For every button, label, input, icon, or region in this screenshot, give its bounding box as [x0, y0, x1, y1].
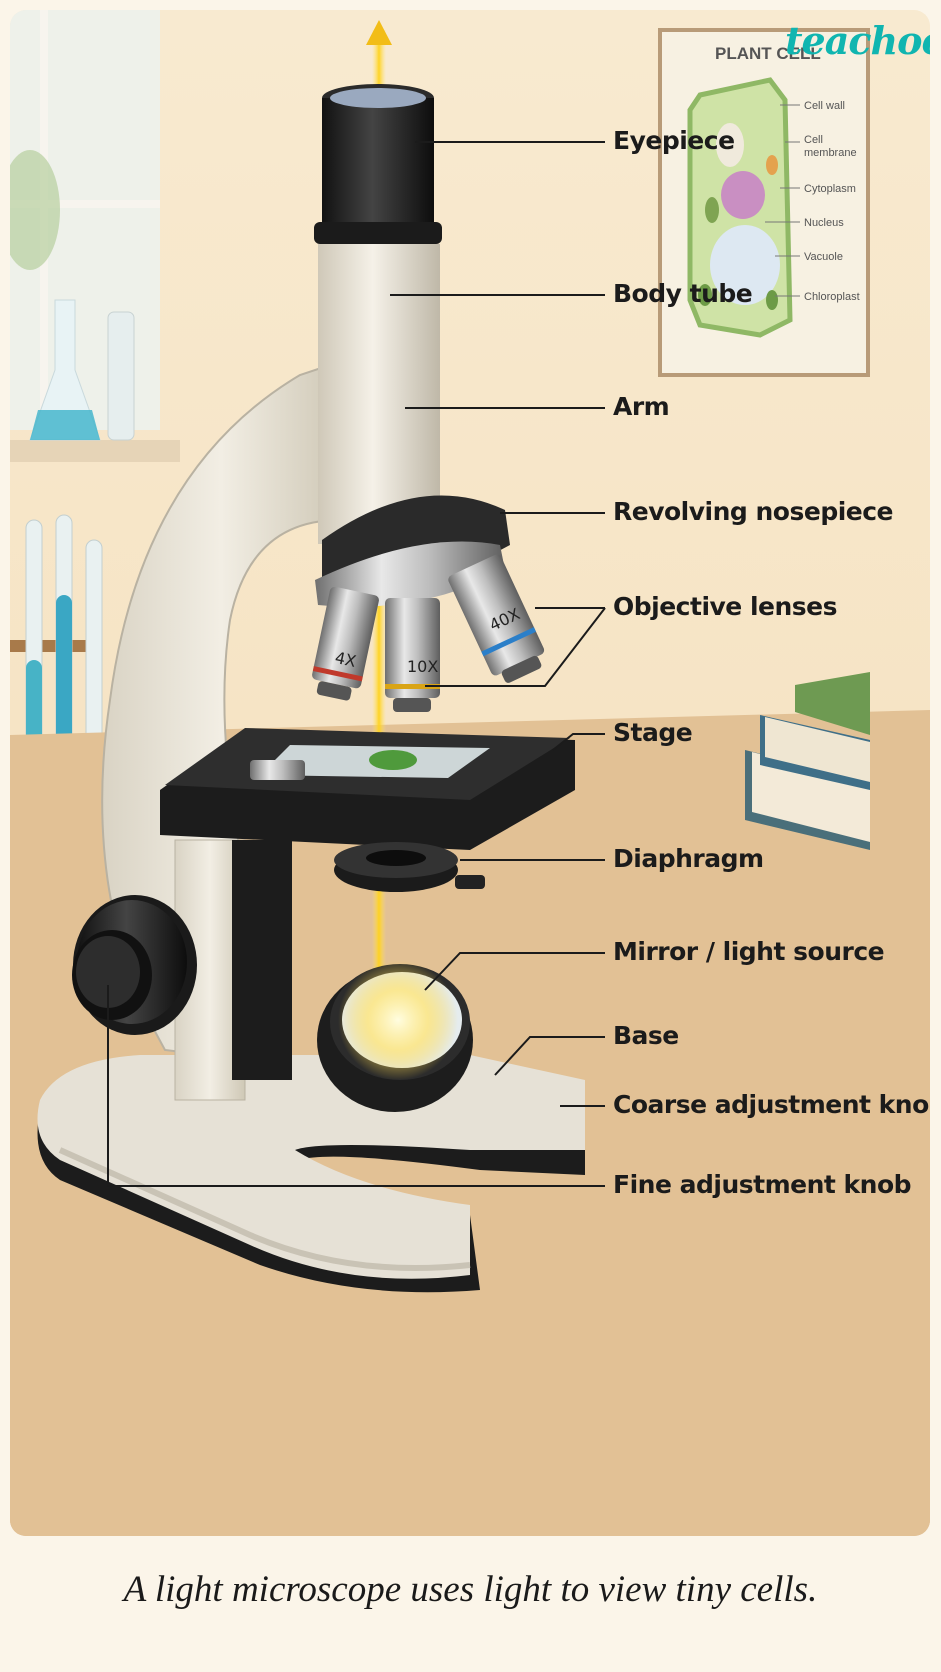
poster-label-vacuole: Vacuole	[804, 251, 843, 263]
label-arm: Arm	[613, 392, 670, 421]
diaphragm-part	[334, 842, 485, 892]
label-stage: Stage	[613, 718, 693, 747]
book-stack	[745, 672, 870, 850]
objective-10x-label: 10X	[407, 657, 439, 676]
label-eyepiece: Eyepiece	[613, 126, 735, 155]
label-diaphragm: Diaphragm	[613, 844, 764, 873]
objective-4x-label: 4X	[333, 648, 358, 671]
diagram-panel: PLANT CELL Cell wall Cell membrane Cytop…	[10, 10, 930, 1536]
label-revolving-nosepiece: Revolving nosepiece	[613, 497, 894, 526]
nosepiece-part	[315, 495, 510, 607]
label-objective-lenses: Objective lenses	[613, 592, 838, 621]
shelf	[10, 440, 180, 462]
poster-label-chloroplast: Chloroplast	[804, 291, 860, 303]
microscope-base	[37, 1055, 585, 1293]
microscope-illustration	[10, 10, 930, 1536]
poster-label-cell-membrane: Cell membrane	[804, 134, 857, 159]
label-fine-knob: Fine adjustment knob	[613, 1170, 912, 1199]
graduated-cylinder	[107, 311, 135, 441]
leader-lines	[107, 141, 606, 1187]
objective-40x	[448, 554, 545, 683]
poster-label-cytoplasm: Cytoplasm	[804, 183, 856, 195]
label-mirror: Mirror / light source	[613, 937, 885, 966]
microscope-arm	[101, 363, 342, 1062]
objective-4x	[312, 586, 379, 701]
coarse-knob	[72, 895, 197, 1035]
plant-cell-poster	[658, 28, 870, 377]
objective-10x	[385, 598, 440, 712]
label-body-tube: Body tube	[613, 279, 753, 308]
poster-label-cell-wall: Cell wall	[804, 100, 845, 112]
caption: A light microscope uses light to view ti…	[123, 1569, 818, 1610]
label-base: Base	[613, 1021, 679, 1050]
poster-title: PLANT CELL	[715, 44, 821, 63]
brand-logo: teachoo	[785, 18, 930, 63]
poster-label-nucleus: Nucleus	[804, 217, 844, 229]
label-coarse-knob: Coarse adjustment knob	[613, 1090, 930, 1119]
eyepiece-part	[314, 84, 442, 244]
stage-part	[160, 728, 575, 850]
mirror-part	[317, 960, 473, 1112]
